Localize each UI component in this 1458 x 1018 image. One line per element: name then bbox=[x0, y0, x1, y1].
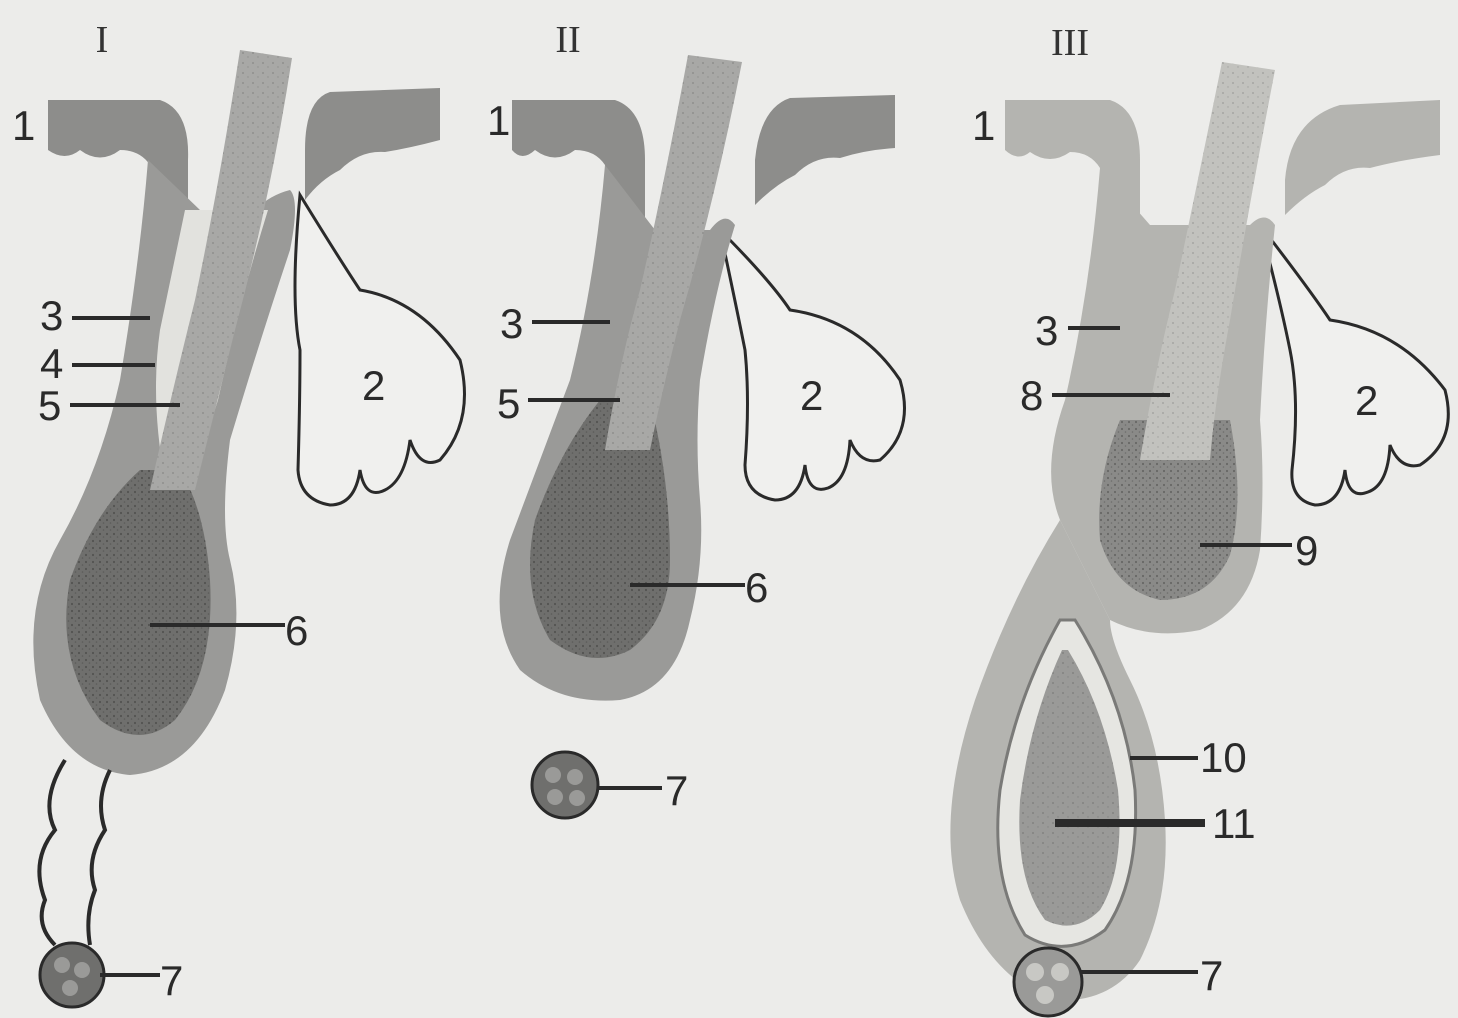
panel-2-dermal-papilla bbox=[532, 752, 598, 818]
panel-3-epidermis-right bbox=[1285, 100, 1440, 215]
panel-1-anagen: I 1 2 3 4 5 6 7 bbox=[12, 19, 465, 1007]
panel-3-label-9: 9 bbox=[1295, 527, 1318, 574]
panel-3-label-7: 7 bbox=[1200, 952, 1223, 999]
panel-1-label-4: 4 bbox=[40, 340, 63, 387]
panel-1-sebaceous-gland bbox=[295, 195, 465, 505]
panel-3-label-11: 11 bbox=[1212, 800, 1256, 847]
panel-1-connective-strand bbox=[39, 760, 65, 945]
panel-3-label-10: 10 bbox=[1200, 734, 1247, 781]
panel-3-label-2: 2 bbox=[1355, 377, 1378, 424]
panel-1-label-1: 1 bbox=[12, 102, 35, 149]
panel-3-sebaceous-gland bbox=[1260, 225, 1448, 505]
panel-1-label-3: 3 bbox=[40, 292, 63, 339]
panel-1-dermal-papilla bbox=[40, 943, 104, 1007]
panel-1-numeral: I bbox=[96, 19, 109, 61]
panel-1-epidermis-right bbox=[305, 88, 440, 200]
panel-3-telogen: III 1 2 3 8 9 10 11 7 bbox=[950, 22, 1448, 1016]
panel-3-dermal-papilla bbox=[1014, 948, 1082, 1016]
panel-3-label-8: 8 bbox=[1020, 372, 1043, 419]
panel-2-label-1: 1 bbox=[487, 97, 510, 144]
panel-1-label-5: 5 bbox=[38, 382, 61, 429]
panel-3-label-3: 3 bbox=[1035, 307, 1058, 354]
panel-2-label-6: 6 bbox=[745, 564, 768, 611]
panel-2-label-2: 2 bbox=[800, 372, 823, 419]
panel-3-numeral: III bbox=[1051, 22, 1089, 64]
panel-2-epidermis-right bbox=[755, 95, 895, 205]
panel-2-label-7: 7 bbox=[665, 767, 688, 814]
panel-2-catagen: II 1 2 3 5 6 7 bbox=[487, 19, 905, 818]
panel-1-label-7: 7 bbox=[160, 957, 183, 1004]
panel-3-label-1: 1 bbox=[972, 102, 995, 149]
panel-2-label-3: 3 bbox=[500, 300, 523, 347]
panel-2-sebaceous-gland bbox=[720, 230, 905, 500]
panel-2-label-5: 5 bbox=[497, 380, 520, 427]
panel-1-label-2: 2 bbox=[362, 362, 385, 409]
panel-1-label-6: 6 bbox=[285, 607, 308, 654]
panel-2-numeral: II bbox=[555, 19, 580, 61]
